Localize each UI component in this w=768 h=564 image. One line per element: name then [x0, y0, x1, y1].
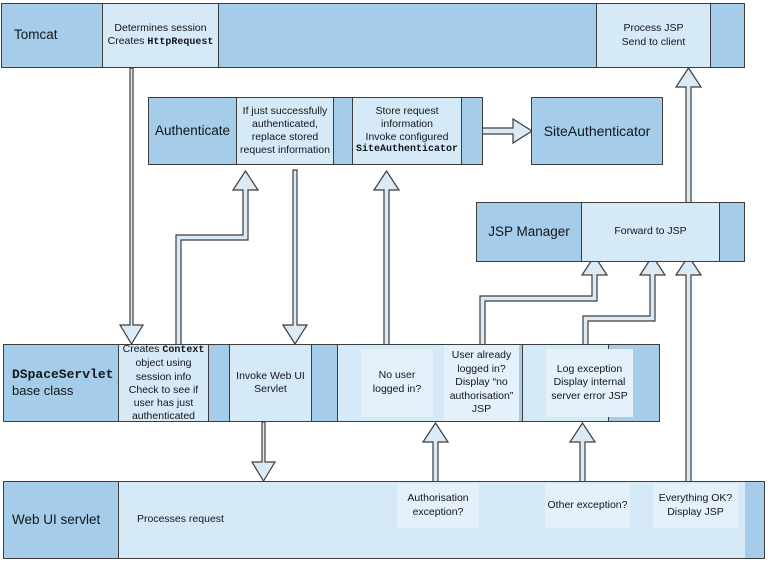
- dspace-gap-1: [209, 345, 229, 421]
- row-tomcat-label: Tomcat: [2, 4, 102, 67]
- subnote-user-already-logged-in: User already logged in? Display “no auth…: [444, 345, 519, 421]
- authenticate-gap-2: [462, 98, 482, 164]
- creates-context-rest: object using session info Check to see i…: [128, 357, 199, 422]
- determines-session-line1: Determines session: [114, 21, 207, 34]
- httprequest-mono: HttpRequest: [147, 36, 214, 48]
- arrow-invoke-to-webui: [250, 421, 277, 483]
- row-web-ui-servlet-label: Web UI servlet: [4, 482, 118, 558]
- row-web-ui-servlet: Web UI servlet Processes request: [3, 481, 765, 559]
- row-dspace-servlet-label: DSpaceServlet base class: [4, 345, 118, 421]
- store-request-line1: Store request information: [375, 105, 439, 131]
- creates-word: Creates: [107, 34, 145, 47]
- box-site-authenticator: SiteAuthenticator: [531, 97, 663, 165]
- authenticate-gap-1: [334, 98, 352, 164]
- cell-store-request-information: Store request information Invoke configu…: [352, 98, 462, 164]
- cell-if-just-successfully: If just successfully authenticated, repl…: [236, 98, 334, 164]
- arrow-dspace-to-store-request: [372, 169, 401, 346]
- context-mono: Context: [162, 344, 205, 356]
- jsp-manager-gap: [720, 203, 744, 261]
- arrow-authorisation-exception-up: [421, 421, 450, 486]
- store-request-line2: Invoke configured: [365, 131, 449, 144]
- row-jsp-manager-label: JSP Manager: [477, 203, 581, 261]
- web-ui-gap: [745, 482, 764, 558]
- subnote-no-user-logged-in: No user logged in?: [361, 349, 433, 417]
- arrow-authenticate-to-invoke: [281, 169, 309, 346]
- process-jsp-line1: Process JSP: [623, 22, 684, 35]
- arrow-log-exception-to-jsp: [582, 254, 667, 346]
- creates-context-line: Creates Context: [123, 343, 205, 358]
- subnote-everything-ok: Everything OK? Display JSP: [653, 484, 738, 528]
- tomcat-gap-2: [711, 4, 744, 67]
- row-authenticate: Authenticate If just successfully authen…: [148, 97, 483, 165]
- arrow-store-to-siteauthenticator: [481, 117, 534, 145]
- arrow-user-logged-in-to-jsp: [479, 254, 609, 346]
- arrow-jsp-manager-to-tomcat: [674, 66, 703, 208]
- cell-forward-to-jsp: Forward to JSP: [581, 203, 720, 261]
- cell-invoke-web-ui-servlet: Invoke Web UI Servlet: [229, 345, 312, 421]
- cell-determines-session: Determines session Creates HttpRequest: [102, 4, 219, 67]
- tomcat-gap-1: [219, 4, 596, 67]
- row-authenticate-label: Authenticate: [149, 98, 236, 164]
- creates-httprequest-line: Creates HttpRequest: [108, 35, 214, 50]
- cell-creates-context: Creates Context object using session inf…: [118, 343, 209, 422]
- siteauthenticator-mono: SiteAuthenticator: [355, 144, 459, 156]
- row-jsp-manager: JSP Manager Forward to JSP: [476, 202, 745, 262]
- dspace-gap-2: [312, 345, 337, 421]
- dspace-servlet-subtitle: base class: [12, 383, 74, 398]
- arrow-tomcat-to-dspace: [118, 67, 145, 346]
- subnote-authorisation-exception: Authorisation exception?: [397, 484, 479, 528]
- creates-label: Creates: [122, 342, 160, 355]
- row-tomcat: Tomcat Determines session Creates HttpRe…: [1, 3, 745, 68]
- cell-process-jsp: Process JSP Send to client: [596, 4, 711, 67]
- process-jsp-line2: Send to client: [621, 35, 686, 48]
- subnote-other-exception: Other exception?: [545, 484, 630, 528]
- arrow-other-exception-up: [568, 421, 597, 486]
- arrow-dspace-to-authenticate: [175, 169, 260, 346]
- arrow-everything-ok-to-jsp: [674, 254, 703, 486]
- dspace-servlet-name: DSpaceServlet: [12, 366, 114, 382]
- subnote-log-exception: Log exception Display internal server er…: [546, 349, 633, 417]
